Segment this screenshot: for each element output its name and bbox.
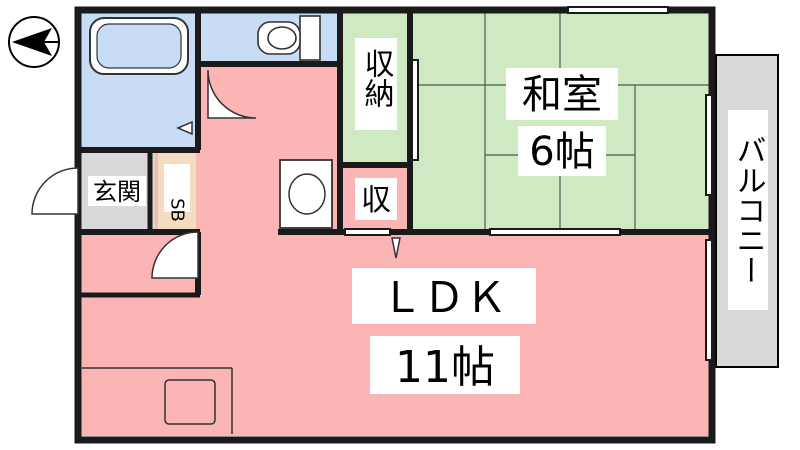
svg-text:SB: SB (167, 198, 188, 222)
kitchen-counter (82, 367, 233, 434)
room-label-ldk: ＬＤＫ 11帖 (352, 268, 536, 394)
svg-text:玄関: 玄関 (93, 178, 141, 206)
window-marks (344, 6, 713, 361)
svg-text:和室: 和室 (522, 72, 602, 118)
compass-arrow-icon (8, 16, 60, 68)
bathtub-icon (89, 17, 189, 75)
svg-text:バルコニー: バルコニー (731, 135, 766, 285)
entrance-label: 玄関 (88, 176, 146, 206)
washbasin-icon (279, 159, 333, 229)
closet-small-label: 収 (346, 170, 404, 226)
balcony-label: バルコニー (728, 110, 768, 310)
walls (74, 6, 716, 444)
svg-text:6帖: 6帖 (529, 129, 594, 175)
toilet-icon (257, 15, 321, 61)
svg-text:11帖: 11帖 (395, 342, 495, 393)
room-label-washitsu: 和室 6帖 (506, 68, 618, 176)
svg-text:収納: 収納 (359, 48, 395, 108)
closet-large-label: 収納 (355, 38, 397, 130)
shoe-box-label: SB (164, 164, 190, 222)
svg-text:ＬＤＫ: ＬＤＫ (381, 273, 507, 322)
door-swings (31, 69, 401, 279)
fridge-space-icon (164, 379, 216, 425)
svg-text:収: 収 (361, 183, 391, 218)
